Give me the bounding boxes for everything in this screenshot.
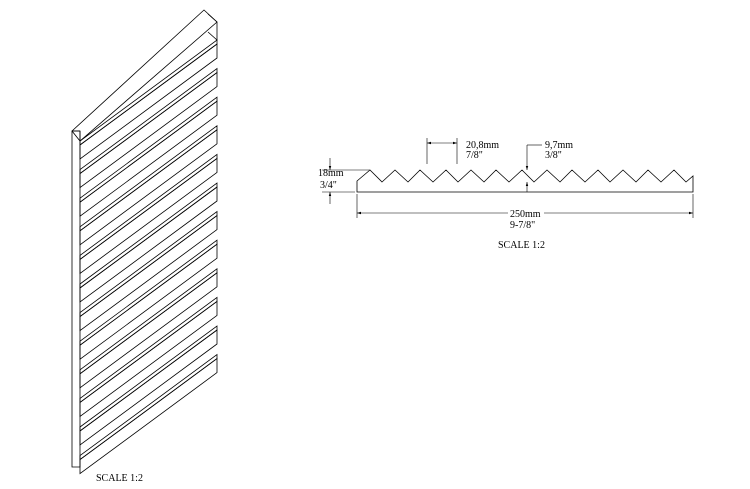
slat-top-face — [79, 182, 218, 289]
width-mm-label: 250mm — [510, 209, 541, 220]
slat — [79, 157, 218, 275]
slat — [79, 71, 218, 189]
isometric-panel-view — [71, 9, 218, 475]
slat — [79, 272, 218, 389]
depth-mm-label: 9,7mm — [545, 140, 573, 151]
slat — [79, 186, 218, 303]
width-inch-label: 9-7/8" — [510, 220, 535, 231]
slat-top-face — [79, 67, 218, 175]
slat-top-face — [79, 96, 218, 203]
pitch-dimension: 20,8mm 7/8" — [426, 138, 499, 164]
slat-top-face — [79, 39, 218, 146]
backing-board-edge — [71, 130, 81, 468]
profile-scale-label: SCALE 1:2 — [498, 240, 545, 251]
slat-top-face — [79, 296, 218, 404]
thickness-inch-label: 3/4" — [320, 180, 337, 191]
slat-top-face — [79, 210, 218, 318]
thickness-dimension: 18mm 3/4" — [318, 158, 370, 204]
width-dimension: 250mm 9-7/8" — [356, 194, 694, 231]
slat — [79, 357, 218, 475]
pitch-mm-label: 20,8mm — [466, 140, 499, 151]
top-slat — [71, 9, 218, 142]
profile-view: 20,8mm 7/8" 9,7mm 3/8" 18mm 3/4" 250mm — [318, 138, 694, 251]
thickness-mm-label: 18mm — [318, 168, 344, 179]
profile-outline — [356, 169, 694, 193]
slat — [79, 329, 218, 446]
slat-top-face — [79, 125, 218, 232]
top-slat-end — [207, 13, 218, 41]
slat — [79, 100, 218, 217]
slat — [79, 214, 218, 332]
slat — [79, 243, 218, 360]
slat — [79, 129, 218, 246]
slat-top-face — [79, 239, 218, 346]
slat — [79, 43, 218, 160]
slat-top-face — [79, 353, 218, 461]
pitch-inch-label: 7/8" — [466, 150, 483, 161]
slat-top-face — [79, 325, 218, 432]
slat — [79, 300, 218, 418]
slat-top-face — [79, 268, 218, 375]
isometric-scale-label: SCALE 1:2 — [96, 473, 143, 484]
depth-dimension: 9,7mm 3/8" — [525, 140, 573, 192]
slat-top-face — [79, 153, 218, 261]
depth-inch-label: 3/8" — [545, 150, 562, 161]
